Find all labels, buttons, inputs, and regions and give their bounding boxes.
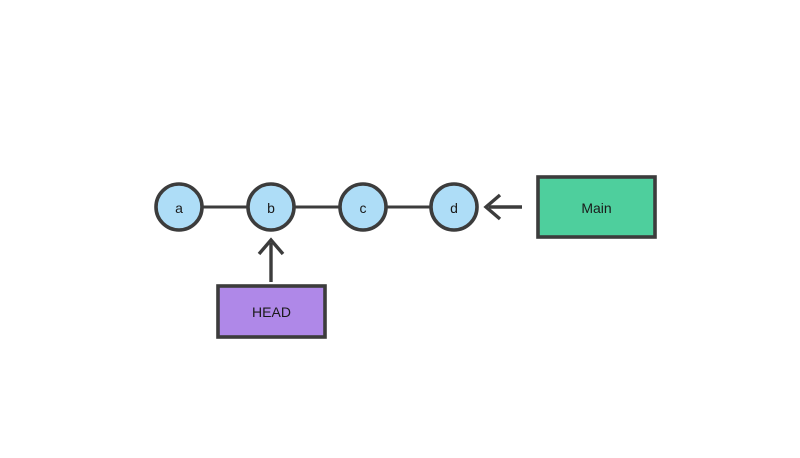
commit-circle-a[interactable] xyxy=(154,182,204,232)
commit-node-a[interactable]: a xyxy=(154,182,204,232)
branch-pointer-arrow xyxy=(483,193,522,221)
head-label[interactable]: HEAD xyxy=(216,284,327,339)
commit-label-c: c xyxy=(360,200,367,216)
commit-circle-c[interactable] xyxy=(338,182,388,232)
commit-label-b: b xyxy=(267,200,275,216)
commit-label-a: a xyxy=(175,200,183,216)
head-arrow-head-icon xyxy=(257,237,285,256)
commit-label-d: d xyxy=(450,200,458,216)
branch-label-main[interactable]: Main xyxy=(536,175,657,239)
commit-circle-b[interactable] xyxy=(246,182,296,232)
head-label-text: HEAD xyxy=(252,304,291,320)
head-pointer-arrow xyxy=(257,237,285,282)
branch-label-box[interactable] xyxy=(536,175,657,239)
commit-circle-d[interactable] xyxy=(429,182,479,232)
head-label-box[interactable] xyxy=(216,284,327,339)
commit-nodes-group: a b c d xyxy=(154,182,479,232)
branch-label-text: Main xyxy=(581,200,611,216)
commit-node-b[interactable]: b xyxy=(246,182,296,232)
commit-node-c[interactable]: c xyxy=(338,182,388,232)
branch-arrow-head-icon xyxy=(483,193,502,221)
commit-node-d[interactable]: d xyxy=(429,182,479,232)
